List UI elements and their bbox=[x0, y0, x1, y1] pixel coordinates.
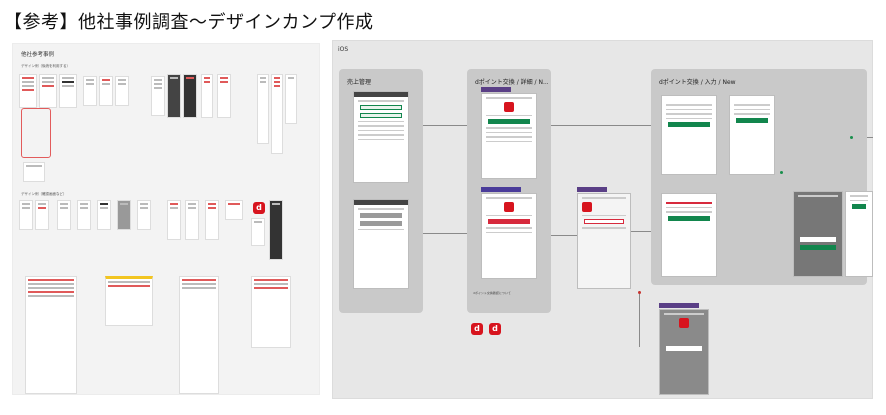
flow-connector bbox=[551, 125, 651, 126]
reference-thumbnail[interactable] bbox=[201, 74, 213, 118]
d-point-logo-icon: d bbox=[489, 323, 501, 335]
reference-thumbnail[interactable] bbox=[225, 200, 243, 220]
reference-board[interactable]: 他社参考事例 デザイン例（後続を利用する） デザイン例（確認画面など） d bbox=[12, 43, 320, 395]
section-d-point-input[interactable]: dポイント交換 / 入力 / New bbox=[651, 69, 867, 285]
reference-thumbnail[interactable] bbox=[205, 200, 219, 240]
badge-d-point-exchange bbox=[481, 87, 511, 92]
reference-thumbnail[interactable] bbox=[185, 200, 199, 240]
reference-thumbnail[interactable] bbox=[99, 76, 113, 106]
reference-thumbnail[interactable] bbox=[271, 74, 283, 154]
badge-completion-notice bbox=[659, 303, 699, 308]
reference-thumbnail[interactable] bbox=[269, 200, 283, 260]
reference-thumbnail[interactable] bbox=[23, 162, 45, 182]
reference-thumbnail[interactable] bbox=[217, 74, 231, 118]
screen-d-point-input-error[interactable] bbox=[661, 193, 717, 277]
flow-connector bbox=[631, 231, 651, 232]
screen-confirmation-partial[interactable] bbox=[845, 191, 873, 277]
flow-connector bbox=[639, 291, 640, 347]
reference-thumbnail[interactable] bbox=[77, 200, 91, 230]
reference-thumbnail[interactable] bbox=[25, 276, 77, 394]
reference-thumbnail[interactable] bbox=[183, 74, 197, 118]
reference-thumbnail[interactable] bbox=[59, 74, 77, 108]
page-title: 【参考】他社事例調査〜デザインカンプ作成 bbox=[4, 12, 374, 33]
flow-connector bbox=[551, 235, 577, 236]
note-d-point-confirmation: dポイント交換確認について bbox=[473, 291, 511, 295]
reference-thumbnail[interactable] bbox=[251, 218, 265, 246]
reference-subheading-2: デザイン例（確認画面など） bbox=[21, 192, 67, 196]
connector-dot bbox=[780, 171, 783, 174]
d-point-logo-icon: d bbox=[253, 202, 265, 214]
platform-label: iOS bbox=[338, 46, 349, 53]
reference-thumbnail[interactable] bbox=[19, 74, 37, 108]
reference-thumbnail[interactable] bbox=[117, 200, 131, 230]
section-title: dポイント交換 / 入力 / New bbox=[659, 79, 736, 86]
reference-thumbnail[interactable] bbox=[57, 200, 71, 230]
flow-connector bbox=[867, 137, 873, 138]
screen-d-point-input-step2[interactable] bbox=[729, 95, 775, 175]
screen-d-point-exchange[interactable] bbox=[481, 93, 537, 179]
reference-thumbnail[interactable] bbox=[83, 76, 97, 106]
reference-thumbnail[interactable] bbox=[251, 276, 291, 348]
section-d-point-detail[interactable]: dポイント交換 / 詳細 / N... bbox=[467, 69, 551, 313]
ios-board[interactable]: iOS 売上管理 dポイント交換 / 詳細 / N... bbox=[332, 40, 873, 399]
screen-login[interactable] bbox=[577, 193, 631, 289]
reference-thumbnail[interactable] bbox=[97, 200, 111, 230]
connector-dot bbox=[850, 136, 853, 139]
reference-thumbnail[interactable] bbox=[39, 74, 57, 108]
connector-dot bbox=[638, 291, 641, 294]
reference-thumbnail[interactable] bbox=[35, 200, 49, 230]
annotation-circle bbox=[21, 108, 51, 158]
reference-board-label: 他社参考事例 bbox=[21, 52, 55, 58]
reference-thumbnail[interactable] bbox=[167, 200, 181, 240]
reference-thumbnail[interactable] bbox=[257, 74, 269, 144]
badge-wallet-exchange bbox=[481, 187, 521, 192]
screen-d-point-exchange-alt[interactable] bbox=[481, 193, 537, 279]
reference-subheading-1: デザイン例（後続を利用する） bbox=[21, 64, 70, 68]
d-point-logo-icon: d bbox=[471, 323, 483, 335]
screen-completion-notice[interactable] bbox=[659, 309, 709, 395]
reference-thumbnail[interactable] bbox=[19, 200, 33, 230]
section-sales-management[interactable]: 売上管理 bbox=[339, 69, 423, 313]
flow-connector bbox=[423, 233, 467, 234]
screen-d-point-input[interactable] bbox=[661, 95, 717, 175]
section-title: 売上管理 bbox=[347, 79, 372, 86]
section-title: dポイント交換 / 詳細 / N... bbox=[475, 79, 549, 86]
reference-thumbnail[interactable] bbox=[137, 200, 151, 230]
reference-thumbnail[interactable] bbox=[105, 276, 153, 326]
reference-thumbnail[interactable] bbox=[167, 74, 181, 118]
screen-sales-management-alt[interactable] bbox=[353, 199, 409, 289]
screen-confirmation-modal[interactable] bbox=[793, 191, 843, 277]
reference-thumbnail[interactable] bbox=[151, 76, 165, 116]
badge-d-account bbox=[577, 187, 607, 192]
reference-thumbnail[interactable] bbox=[179, 276, 219, 394]
reference-thumbnail[interactable] bbox=[115, 76, 129, 106]
flow-connector bbox=[423, 125, 467, 126]
reference-thumbnail[interactable] bbox=[285, 74, 297, 124]
screen-sales-management[interactable] bbox=[353, 91, 409, 183]
